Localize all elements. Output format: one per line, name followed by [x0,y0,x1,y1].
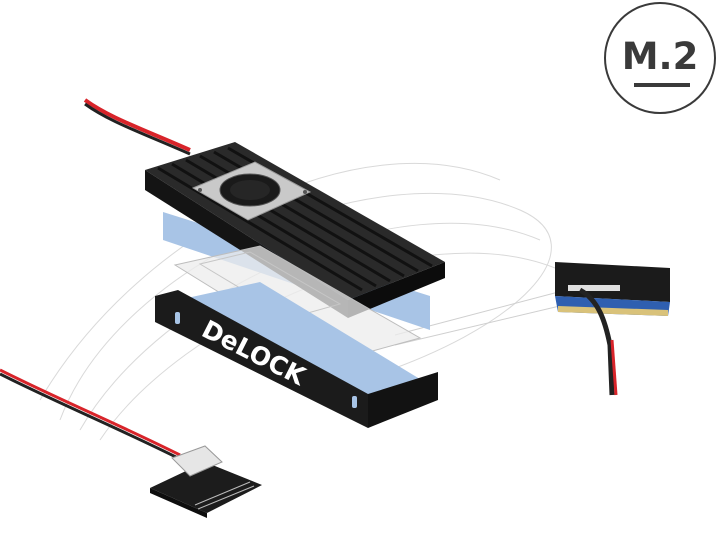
fan-icon [191,161,312,221]
thermal-pad-bottom [178,282,438,428]
fan-adapter-board [0,368,262,518]
m2-badge: M.2 [604,2,716,114]
fan-cable [83,98,191,156]
heatsink-tray: DeLOCK [155,282,438,428]
badge-underline [634,83,690,87]
connector-detail [555,262,670,396]
badge-label: M.2 [621,35,699,78]
heatsink [145,142,445,330]
connector-icon [171,445,223,477]
